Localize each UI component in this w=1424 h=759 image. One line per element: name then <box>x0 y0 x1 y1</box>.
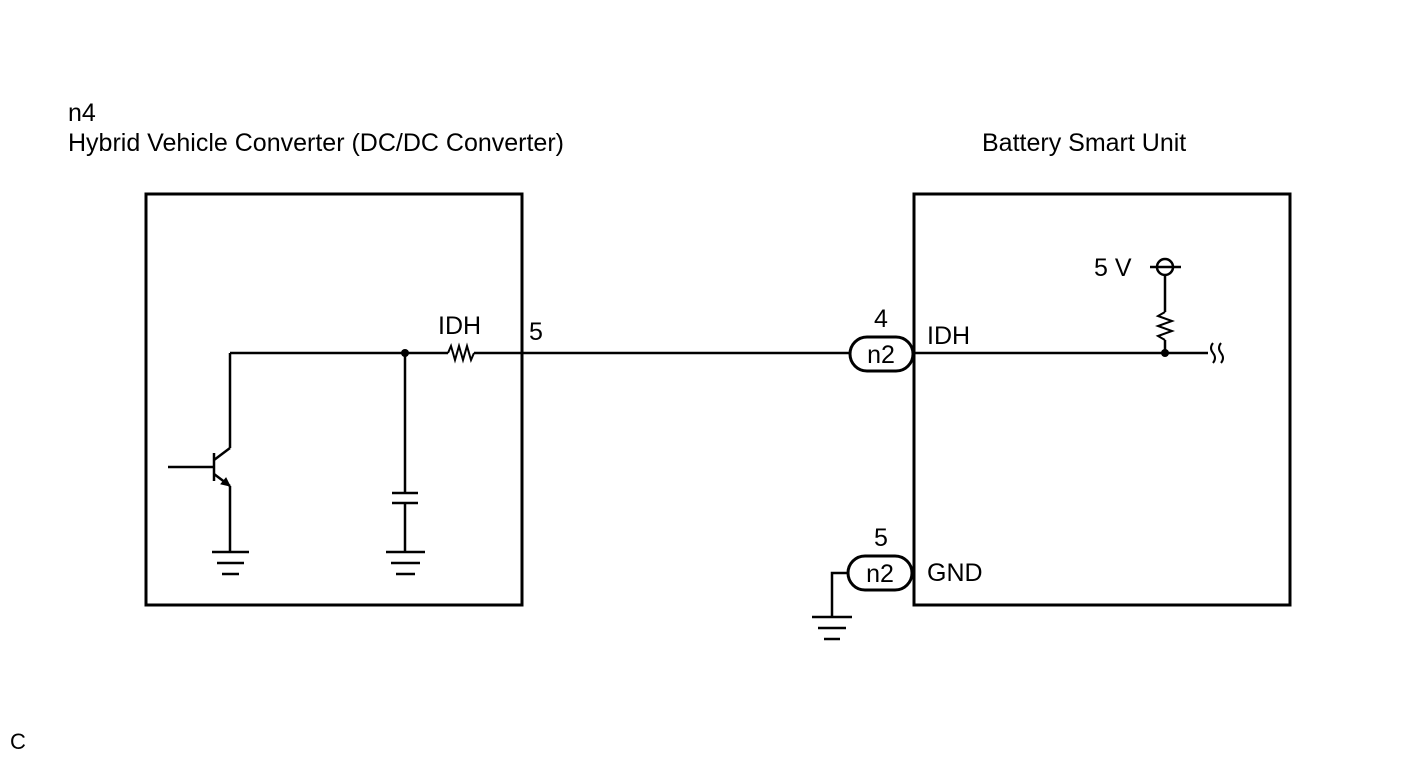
supply-voltage-label: 5 V <box>1094 254 1132 282</box>
capacitor-symbol <box>392 353 418 551</box>
left-pin-number: 5 <box>529 318 543 346</box>
connector-n2-idh-pin: 4 <box>874 305 888 333</box>
ground-symbol-transistor <box>212 550 249 576</box>
wire-continuation-mark <box>1210 342 1224 364</box>
left-component-ref: n4 <box>68 99 96 127</box>
corner-mark: C <box>10 729 26 754</box>
connector-n2-idh-label: n2 <box>867 341 895 369</box>
transistor-symbol <box>168 353 232 551</box>
right-signal-gnd-label: GND <box>927 559 983 587</box>
gnd-wire <box>830 571 848 617</box>
resistor-symbol-left <box>447 342 475 364</box>
connector-n2-idh <box>848 335 915 373</box>
right-component-box <box>912 192 1292 607</box>
left-signal-label: IDH <box>438 312 481 340</box>
connector-n2-gnd-pin: 5 <box>874 524 888 552</box>
right-component-name: Battery Smart Unit <box>982 129 1186 157</box>
pullup-resistor-symbol <box>1155 311 1175 341</box>
ground-symbol-capacitor <box>386 550 425 576</box>
right-signal-idh-label: IDH <box>927 322 970 350</box>
ground-symbol-external <box>812 615 852 641</box>
left-component-name: Hybrid Vehicle Converter (DC/DC Converte… <box>68 129 564 157</box>
connector-n2-gnd-label: n2 <box>866 560 894 588</box>
supply-terminal-symbol <box>1150 257 1181 277</box>
left-component-box <box>144 192 524 607</box>
